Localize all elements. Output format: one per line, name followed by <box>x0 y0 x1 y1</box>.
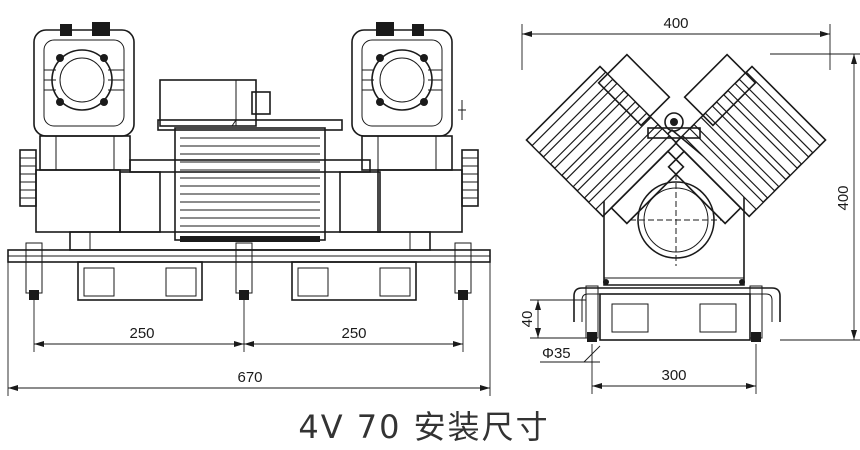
dim-overall-length: 670 <box>237 369 262 386</box>
side-view: 400 400 40 Φ35 <box>519 15 860 394</box>
side-left-cylinder <box>525 65 685 225</box>
dim-left-span: 250 <box>129 325 154 342</box>
side-dim-height <box>770 53 860 341</box>
front-dim-spans <box>33 300 464 352</box>
side-right-cylinder <box>667 65 827 225</box>
dim-base-height: 40 <box>519 311 536 328</box>
side-dim-width <box>521 24 831 70</box>
front-bolts <box>25 242 472 300</box>
motor <box>157 79 343 242</box>
dim-bolt-diameter: Φ35 <box>542 345 571 362</box>
front-dim-overall <box>7 262 491 396</box>
front-feet <box>77 261 417 301</box>
drawing-caption: 4V 70 安装尺寸 <box>298 408 549 446</box>
front-view: 250 250 670 <box>7 22 491 396</box>
dim-right-span: 250 <box>341 325 366 342</box>
side-base <box>573 279 781 342</box>
left-cylinder-head <box>19 22 135 233</box>
right-cylinder-head <box>351 22 479 233</box>
dim-foot-spacing: 300 <box>661 367 686 384</box>
side-dim-foot-spacing <box>591 344 757 394</box>
side-dim-base-height <box>530 299 586 339</box>
dim-side-height: 400 <box>835 185 852 210</box>
dim-side-width: 400 <box>663 15 688 32</box>
